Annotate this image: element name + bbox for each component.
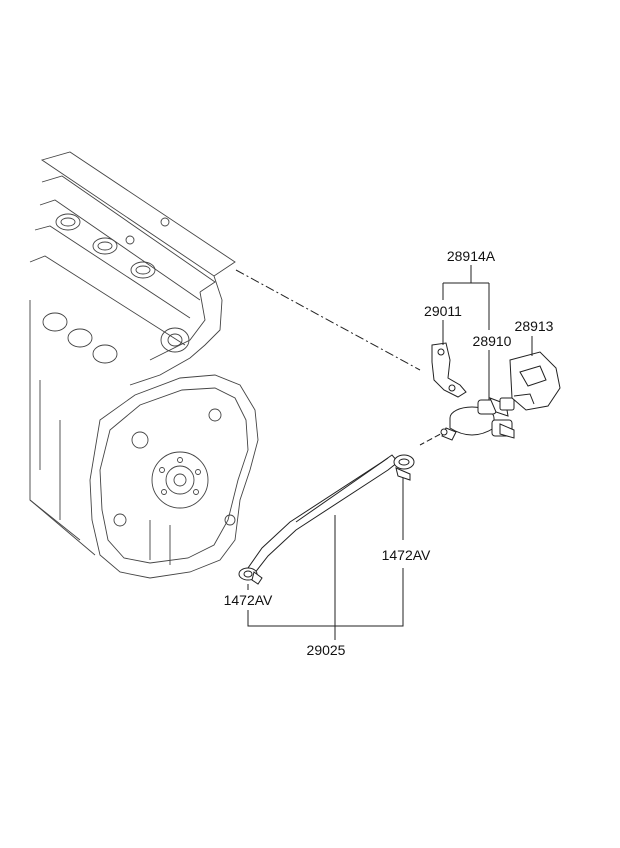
leader-lines [247, 265, 533, 640]
vapor-hose [247, 454, 399, 575]
label-29025: 29025 [307, 642, 346, 658]
label-1472av-left: 1472AV [224, 592, 273, 608]
hose-clamp-left [238, 567, 263, 585]
label-1472av-right: 1472AV [382, 547, 431, 563]
hose-clamp-right [393, 454, 415, 481]
label-29011: 29011 [424, 303, 462, 319]
label-28913: 28913 [515, 318, 554, 334]
bracket [431, 342, 467, 398]
connector [509, 351, 561, 411]
purge-control-valve [440, 397, 515, 441]
label-28914a: 28914A [447, 248, 496, 264]
guide-line [235, 269, 421, 371]
label-28910: 28910 [473, 333, 512, 349]
engine-block [29, 151, 259, 579]
